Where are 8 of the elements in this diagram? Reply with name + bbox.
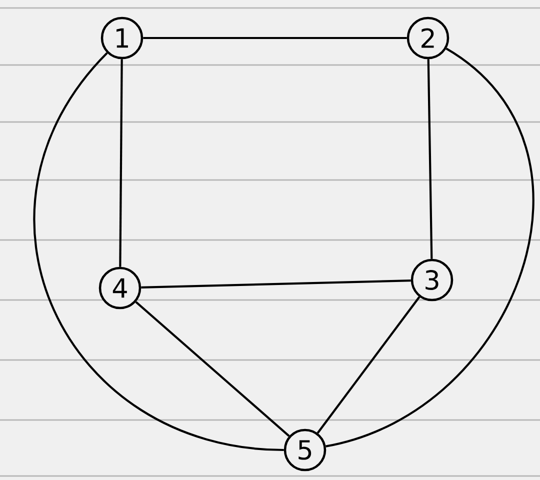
edge-line: [135, 301, 290, 437]
edge-line: [143, 36, 407, 40]
edge-line: [141, 280, 411, 289]
edge-line: [119, 59, 123, 267]
edge-line: [427, 59, 433, 259]
edge-line: [316, 296, 420, 434]
edge-line: [326, 48, 534, 448]
edge-line: [33, 52, 284, 452]
